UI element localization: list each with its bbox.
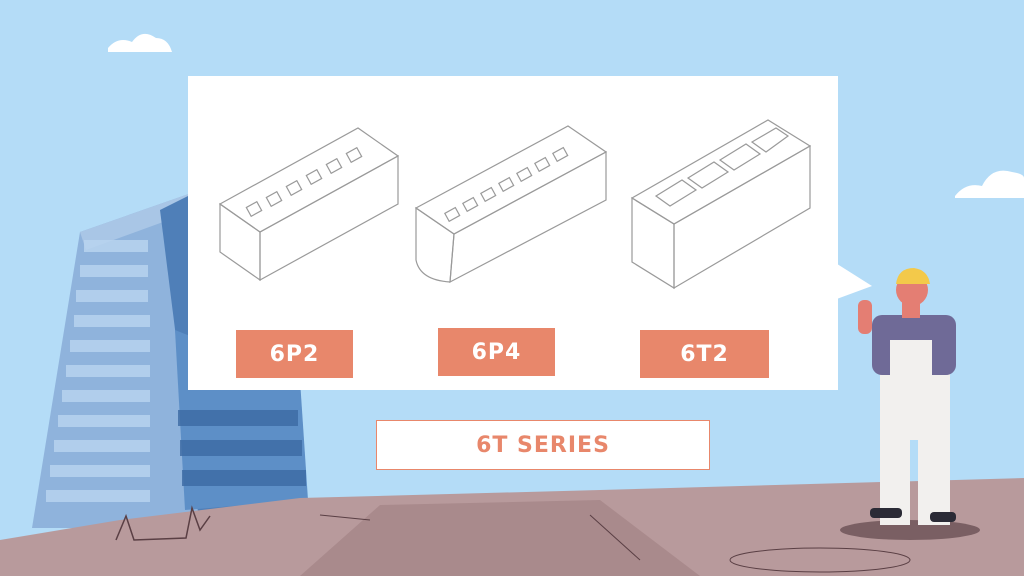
brick-6p2-drawing (218, 127, 400, 282)
product-label-6p4-text: 6P4 (471, 339, 522, 365)
cloud-right (955, 170, 1024, 198)
panel-tail (834, 262, 872, 300)
brick-drawings (218, 119, 812, 290)
cloud-left (108, 33, 172, 52)
product-label-6p4: 6P4 (438, 328, 555, 376)
brick-6p4-drawing (414, 125, 608, 284)
ground (0, 478, 1024, 576)
product-label-6p2-text: 6P2 (269, 341, 320, 367)
brick-6t2-drawing (630, 119, 812, 290)
product-label-6p2: 6P2 (236, 330, 353, 378)
product-label-6t2-text: 6T2 (680, 341, 729, 367)
product-label-6t2: 6T2 (640, 330, 769, 378)
worker-character (858, 268, 956, 525)
series-title: 6T SERIES (476, 432, 610, 458)
series-title-box: 6T SERIES (376, 420, 710, 470)
